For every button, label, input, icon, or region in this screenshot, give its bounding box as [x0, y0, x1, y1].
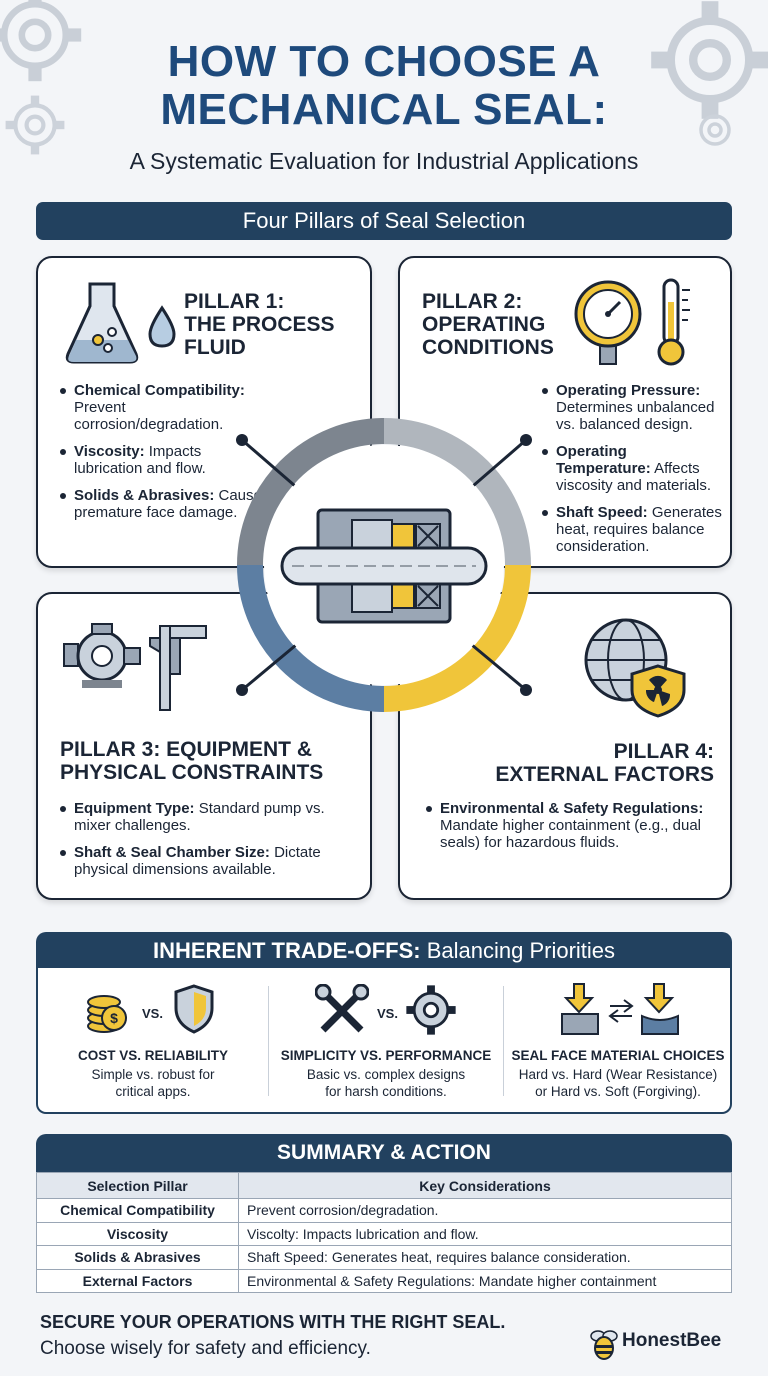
page-subtitle: A Systematic Evaluation for Industrial A…: [129, 148, 639, 174]
ring-segment-pillar-2: [383, 418, 531, 566]
table-cell: Chemical Compatibility: [36, 1198, 239, 1223]
pillar-2-title: PILLAR 2: OPERATING CONDITIONS: [422, 290, 554, 359]
list-item: Operating Pressure: Determines unbalance…: [542, 382, 722, 433]
list-item: Environmental & Safety Regulations: Mand…: [426, 800, 716, 851]
pump-icon: [63, 623, 141, 688]
gear-decoration-icon: [699, 114, 731, 146]
list-item: Solids & Abrasives: Cause premature face…: [60, 487, 270, 521]
table-cell: External Factors: [36, 1268, 239, 1293]
table-row: Viscosity Viscolty: Impacts lubrication …: [36, 1221, 732, 1246]
table-cell: Environmental & Safety Regulations: Mand…: [238, 1268, 732, 1293]
table-cell: Solids & Abrasives: [36, 1245, 239, 1270]
table-cell: Viscosity: [36, 1221, 239, 1246]
gear-icon: [406, 985, 456, 1035]
list-item: Equipment Type: Standard pump vs. mixer …: [60, 800, 360, 834]
summary-header: SUMMARY & ACTION: [36, 1134, 732, 1172]
list-item: Operating Temperature: Affects viscosity…: [542, 443, 722, 494]
table-cell: Shaft Speed: Generates heat, requires ba…: [238, 1245, 732, 1270]
ring-segment-pillar-3: [237, 564, 385, 712]
pillar-4-bullets: Environmental & Safety Regulations: Mand…: [426, 800, 716, 861]
shield-icon: [174, 984, 214, 1034]
pillar-1-bullets: Chemical Compatibility: Prevent corrosio…: [60, 382, 270, 531]
caliper-icon: [149, 625, 207, 711]
pillar-2-card: PILLAR 2: OPERATING CONDITIONS Operating…: [398, 256, 732, 568]
globe-shield-icon: [584, 618, 686, 718]
mechanical-seal-diagram: [236, 418, 532, 712]
table-row: Solids & Abrasives Shaft Speed: Generate…: [36, 1245, 732, 1270]
table-cell: Viscolty: Impacts lubrication and flow.: [238, 1221, 732, 1246]
tradeoff-label: SEAL FACE MATERIAL CHOICES: [511, 1048, 725, 1063]
footer-tagline: Choose wisely for safety and efficiency.: [40, 1338, 371, 1359]
vs-label: VS.: [142, 1006, 163, 1021]
tradeoffs-panel: $ VS. COST VS. RELIABILITY Simple vs. ro…: [36, 968, 732, 1114]
tradeoff-cost-reliability: $ VS. COST VS. RELIABILITY Simple vs. ro…: [38, 968, 268, 1114]
material-compression-icon: [561, 983, 679, 1035]
logo-text: HonestBee: [622, 1330, 722, 1351]
gear-decoration-icon: [0, 0, 82, 82]
honestbee-logo: HonestBee: [588, 1324, 738, 1364]
list-item: Shaft & Seal Chamber Size: Dictate physi…: [60, 844, 360, 878]
thermometer-icon: [657, 278, 690, 366]
pillar-3-bullets: Equipment Type: Standard pump vs. mixer …: [60, 800, 360, 888]
pillar-3-card: PILLAR 3: EQUIPMENT & PHYSICAL CONSTRAIN…: [36, 592, 372, 900]
tradeoffs-header: INHERENT TRADE-OFFS: Balancing Prioritie…: [36, 932, 732, 970]
pressure-gauge-icon: [574, 280, 642, 365]
coins-icon: $: [87, 995, 127, 1033]
footer-headline: SECURE YOUR OPERATIONS WITH THE RIGHT SE…: [40, 1312, 506, 1332]
gear-decoration-icon: [5, 95, 65, 155]
pillars-banner: Four Pillars of Seal Selection: [36, 202, 732, 240]
tradeoff-seal-face-materials: SEAL FACE MATERIAL CHOICES Hard vs. Hard…: [504, 968, 732, 1114]
svg-text:$: $: [110, 1010, 118, 1026]
ring-segment-pillar-4: [383, 564, 531, 712]
table-row: External Factors Environmental & Safety …: [36, 1268, 732, 1293]
pillar-3-title: PILLAR 3: EQUIPMENT & PHYSICAL CONSTRAIN…: [60, 738, 324, 784]
summary-table: Selection Pillar Key Considerations Chem…: [36, 1172, 732, 1293]
tradeoff-desc: Hard vs. Hard (Wear Resistance)or Hard v…: [518, 1067, 718, 1099]
tradeoff-label: SIMPLICITY VS. PERFORMANCE: [280, 1048, 492, 1063]
pillar-4-title: PILLAR 4: EXTERNAL FACTORS: [495, 740, 714, 786]
flask-icon: [65, 282, 176, 364]
vs-label: VS.: [377, 1006, 398, 1021]
table-header: Key Considerations: [238, 1172, 732, 1199]
pillar-1-title: PILLAR 1: THE PROCESS FLUID: [184, 290, 335, 359]
tradeoff-label: COST VS. RELIABILITY: [77, 1048, 228, 1063]
bee-icon: [590, 1330, 618, 1360]
wrench-icon: [315, 984, 369, 1033]
pillar-2-bullets: Operating Pressure: Determines unbalance…: [542, 382, 722, 565]
ring-segment-pillar-1: [237, 418, 385, 566]
tradeoff-simplicity-performance: VS. SIMPLICITY VS. PERFORMANCE Basic vs.…: [269, 968, 503, 1114]
list-item: Shaft Speed: Generates heat, requires ba…: [542, 504, 722, 555]
list-item: Chemical Compatibility: Prevent corrosio…: [60, 382, 270, 433]
gear-decoration-icon: [651, 1, 768, 119]
table-row: Chemical Compatibility Prevent corrosion…: [36, 1198, 732, 1223]
list-item: Viscosity: Impacts lubrication and flow.: [60, 443, 270, 477]
page-title: HOW TO CHOOSE A MECHANICAL SEAL:: [160, 37, 608, 134]
table-header: Selection Pillar: [36, 1172, 239, 1199]
table-cell: Prevent corrosion/degradation.: [238, 1198, 732, 1223]
